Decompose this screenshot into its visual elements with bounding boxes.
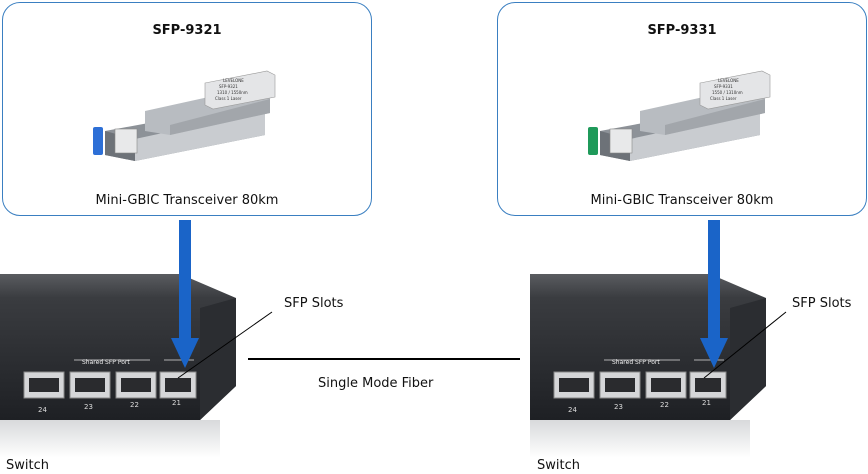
port-number: 24 xyxy=(568,406,577,414)
sfp-port-row xyxy=(23,371,197,399)
module-label-line: 1310 / 1550nm xyxy=(217,90,248,95)
switch-label: Switch xyxy=(537,458,580,473)
fiber-connection-line xyxy=(248,358,520,360)
pointer-line-right xyxy=(703,311,787,379)
port-number: 21 xyxy=(172,399,181,407)
module-label-line: LEVELONE xyxy=(223,78,244,83)
sfp-slots-label: SFP Slots xyxy=(284,296,344,311)
sfp-module-icon: LEVELONE SFP-9331 1550 / 1310nm Class 1 … xyxy=(588,70,771,161)
switch-chassis-left: Shared SFP Port 24 23 22 21 xyxy=(0,274,236,458)
port-number: 22 xyxy=(660,401,669,409)
card-caption: Mini-GBIC Transceiver 80km xyxy=(590,193,774,208)
latch-icon xyxy=(588,127,598,155)
shared-port-label: Shared SFP Port xyxy=(82,359,130,366)
card-title: SFP-9321 xyxy=(152,23,222,38)
module-label-line: Class 1 Laser xyxy=(215,96,242,101)
module-label-line: LEVELONE xyxy=(718,78,739,83)
module-label-line: SFP-9331 xyxy=(714,84,733,89)
transceiver-card-right: SFP-9331 LEVELONE SFP-9331 1550 / 1310nm… xyxy=(497,2,867,216)
port-number: 22 xyxy=(130,401,139,409)
sfp-port-row xyxy=(553,371,727,399)
switch-chassis-right: Shared SFP Port 24 23 22 21 xyxy=(530,274,766,458)
sfp-module-icon: LEVELONE SFP-9321 1310 / 1550nm Class 1 … xyxy=(93,70,276,161)
fiber-label: Single Mode Fiber xyxy=(318,376,434,391)
card-caption: Mini-GBIC Transceiver 80km xyxy=(95,193,279,208)
port-number: 21 xyxy=(702,399,711,407)
port-number: 24 xyxy=(38,406,47,414)
module-label-line: SFP-9321 xyxy=(219,84,238,89)
insert-arrow-left xyxy=(171,220,199,368)
port-number: 23 xyxy=(614,403,623,411)
sfp-slots-label: SFP Slots xyxy=(792,296,852,311)
module-label-line: 1550 / 1310nm xyxy=(712,90,743,95)
switch-label: Switch xyxy=(6,458,49,473)
insert-arrow-right xyxy=(700,220,728,368)
module-label-line: Class 1 Laser xyxy=(710,96,737,101)
port-number: 23 xyxy=(84,403,93,411)
shared-port-label: Shared SFP Port xyxy=(612,359,660,366)
pointer-line-left xyxy=(177,311,273,379)
transceiver-card-left: SFP-9321 LEVELONE SFP-9321 1310 / 1550nm… xyxy=(2,2,372,216)
latch-icon xyxy=(93,127,103,155)
card-title: SFP-9331 xyxy=(647,23,717,38)
